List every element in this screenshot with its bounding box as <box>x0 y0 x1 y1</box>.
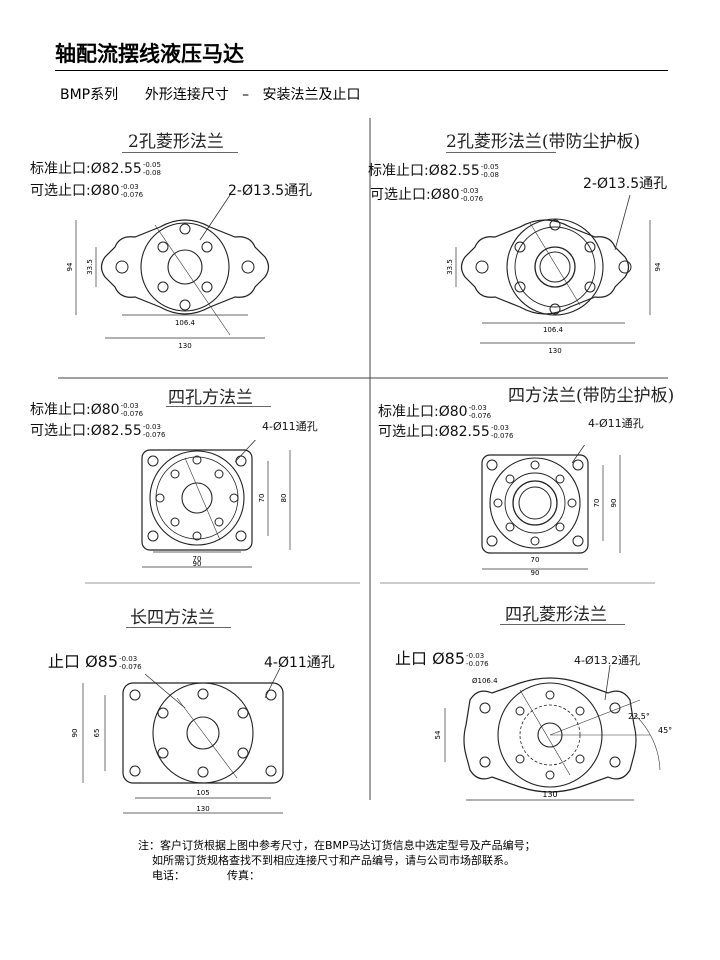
panel2-dim-33-5: 33.5 <box>446 259 454 275</box>
panel3-spec2: 可选止口:Ø82.55-0.03-0.076 <box>30 420 165 440</box>
panel3-dim-90: 90 <box>193 560 202 568</box>
panel2-spec1-label: 标准止口:Ø82.55 <box>368 163 480 179</box>
panel2-hole-note: 2-Ø13.5通孔 <box>583 176 668 192</box>
panel4-spec2: 可选止口:Ø82.55-0.03-0.076 <box>378 421 513 441</box>
panel1-spec1: 标准止口:Ø82.55-0.05-0.08 <box>30 158 161 178</box>
panel1-hole-note: 2-Ø13.5通孔 <box>228 183 313 199</box>
panel1-spec1-label: 标准止口:Ø82.55 <box>30 161 142 177</box>
page-title: 轴配流摆线液压马达 <box>55 42 244 66</box>
panel1-dim-130: 130 <box>178 342 191 350</box>
panel6-dim-dia-106-4: Ø106.4 <box>472 677 498 685</box>
panel3-dim-80: 80 <box>280 494 288 503</box>
panel1-drawing: 106.4 130 94 33.5 <box>66 195 270 350</box>
panel1-spec2-tol-upper: -0.03 <box>120 183 139 191</box>
panel6-dim-54: 54 <box>434 730 442 739</box>
panel4-drawing: 70 90 70 90 <box>481 445 621 575</box>
note-line-2: 如所需订货规格查找不到相应连接尺寸和产品编号，请与公司市场部联系。 <box>138 854 515 867</box>
panel3-spec2-tol-lower: -0.076 <box>142 431 166 439</box>
panel3-caption: 四孔方法兰 <box>168 388 253 408</box>
panel5-caption-underline <box>126 627 231 628</box>
panel3-hole-note: 4-Ø11通孔 <box>262 420 318 433</box>
panel3-caption-underline <box>166 406 271 407</box>
panel4-dim-90-h: 90 <box>531 569 540 575</box>
panel6-dim-130: 130 <box>542 790 557 799</box>
panel2-spec1-tol-lower: -0.08 <box>480 171 499 179</box>
panel4-spec1: 标准止口:Ø80-0.03-0.076 <box>378 401 491 421</box>
panel2-dim-94: 94 <box>654 262 662 271</box>
panel6-dim-angle-45: 45° <box>658 726 672 735</box>
panel2-spec2-label: 可选止口:Ø80 <box>370 187 460 203</box>
panel1-spec2-tol-lower: -0.076 <box>120 191 144 199</box>
panel3-spec1-tol-upper: -0.03 <box>120 402 139 410</box>
panel1-caption-underline <box>122 152 238 153</box>
panel6-spec1-label: 止口 Ø85 <box>395 649 466 668</box>
panel1-dim-33-5: 33.5 <box>86 259 94 275</box>
title-rule <box>55 70 668 71</box>
page-subtitle: BMP系列 外形连接尺寸 – 安装法兰及止口 <box>60 87 361 103</box>
panel2-spec2-tol-upper: -0.03 <box>460 187 479 195</box>
panel5-spec1-label: 止口 Ø85 <box>48 652 119 671</box>
panel6-hole-note: 4-Ø13.2通孔 <box>574 654 641 667</box>
panel1-caption: 2孔菱形法兰 <box>128 132 224 152</box>
panel4-caption: 四方法兰(带防尘护板) <box>508 386 675 406</box>
panel4-hole-note: 4-Ø11通孔 <box>588 417 644 430</box>
panel1-spec2-label: 可选止口:Ø80 <box>30 183 120 199</box>
panel5-spec1: 止口 Ø85-0.03-0.076 <box>48 648 142 672</box>
panel2-dim-130: 130 <box>548 347 561 355</box>
panel2-spec1-tol-upper: -0.05 <box>480 163 499 171</box>
panel3-drawing: 70 90 70 80 <box>141 440 291 568</box>
panel1-dim-94: 94 <box>66 262 74 271</box>
panel3-dim-70-h: 70 <box>193 555 202 563</box>
panel3-spec1-tol-lower: -0.076 <box>120 410 144 418</box>
panel5-spec1-tol-upper: -0.03 <box>119 654 138 663</box>
panel6-dim-angle-22-5: 22.5° <box>628 712 650 721</box>
panel6-drawing: Ø106.4 130 54 22.5° 45° <box>434 665 672 801</box>
panel3-spec2-tol-upper: -0.03 <box>142 423 161 431</box>
panel3-spec2-label: 可选止口:Ø82.55 <box>30 423 142 439</box>
panel4-spec1-label: 标准止口:Ø80 <box>378 404 468 420</box>
panel4-dim-90-v: 90 <box>610 499 618 508</box>
panel5-caption: 长四方法兰 <box>130 608 215 628</box>
panel5-hole-note: 4-Ø11通孔 <box>264 655 335 671</box>
panel4-spec2-label: 可选止口:Ø82.55 <box>378 424 490 440</box>
panel1-spec2: 可选止口:Ø80-0.03-0.076 <box>30 180 143 200</box>
panel2-drawing: 106.4 130 94 33.5 <box>446 195 662 355</box>
note-line-1: 注：客户订货根据上图中参考尺寸，在BMP马达订货信息中选定型号及产品编号； <box>138 839 536 852</box>
panel5-dim-65: 65 <box>93 729 101 738</box>
panel3-spec1-label: 标准止口:Ø80 <box>30 402 120 418</box>
panel1-spec1-tol-upper: -0.05 <box>142 161 161 169</box>
panel4-spec2-tol-upper: -0.03 <box>490 424 509 432</box>
panel2-spec2-tol-lower: -0.076 <box>460 195 484 203</box>
panel3-dim-70-v: 70 <box>258 494 266 503</box>
panel2-caption-underline <box>446 152 556 153</box>
panel6-spec1-tol-lower: -0.076 <box>466 659 489 668</box>
panel4-spec1-tol-lower: -0.076 <box>468 412 492 420</box>
panel2-dim-106-4: 106.4 <box>543 326 564 334</box>
panel5-drawing: 105 130 90 65 <box>71 668 284 814</box>
order-notes: 注：客户订货根据上图中参考尺寸，在BMP马达订货信息中选定型号及产品编号； 如所… <box>138 838 536 883</box>
panel5-dim-130: 130 <box>196 805 209 813</box>
panel4-dim-70-h: 70 <box>531 556 540 564</box>
panel1-spec1-tol-lower: -0.08 <box>142 169 161 177</box>
panel2-spec2: 可选止口:Ø80-0.03-0.076 <box>370 184 483 204</box>
panel2-caption: 2孔菱形法兰(带防尘护板) <box>446 132 641 152</box>
panel6-spec1-tol-upper: -0.03 <box>466 651 485 660</box>
panel4-spec1-tol-upper: -0.03 <box>468 404 487 412</box>
panel3-spec1: 标准止口:Ø80-0.03-0.076 <box>30 399 143 419</box>
panel1-dim-106-4: 106.4 <box>175 319 196 327</box>
panel5-dim-105: 105 <box>196 789 209 797</box>
panel6-spec1: 止口 Ø85-0.03-0.076 <box>395 645 489 669</box>
panel6-caption: 四孔菱形法兰 <box>505 605 607 625</box>
panel4-dim-70-v: 70 <box>593 499 601 508</box>
panel6-caption-underline <box>500 624 625 625</box>
note-line-3: 电话： 传真： <box>138 869 260 882</box>
panel5-dim-90: 90 <box>71 729 79 738</box>
panel2-spec1: 标准止口:Ø82.55-0.05-0.08 <box>368 160 499 180</box>
panel5-spec1-tol-lower: -0.076 <box>119 662 142 671</box>
panel4-spec2-tol-lower: -0.076 <box>490 432 514 440</box>
